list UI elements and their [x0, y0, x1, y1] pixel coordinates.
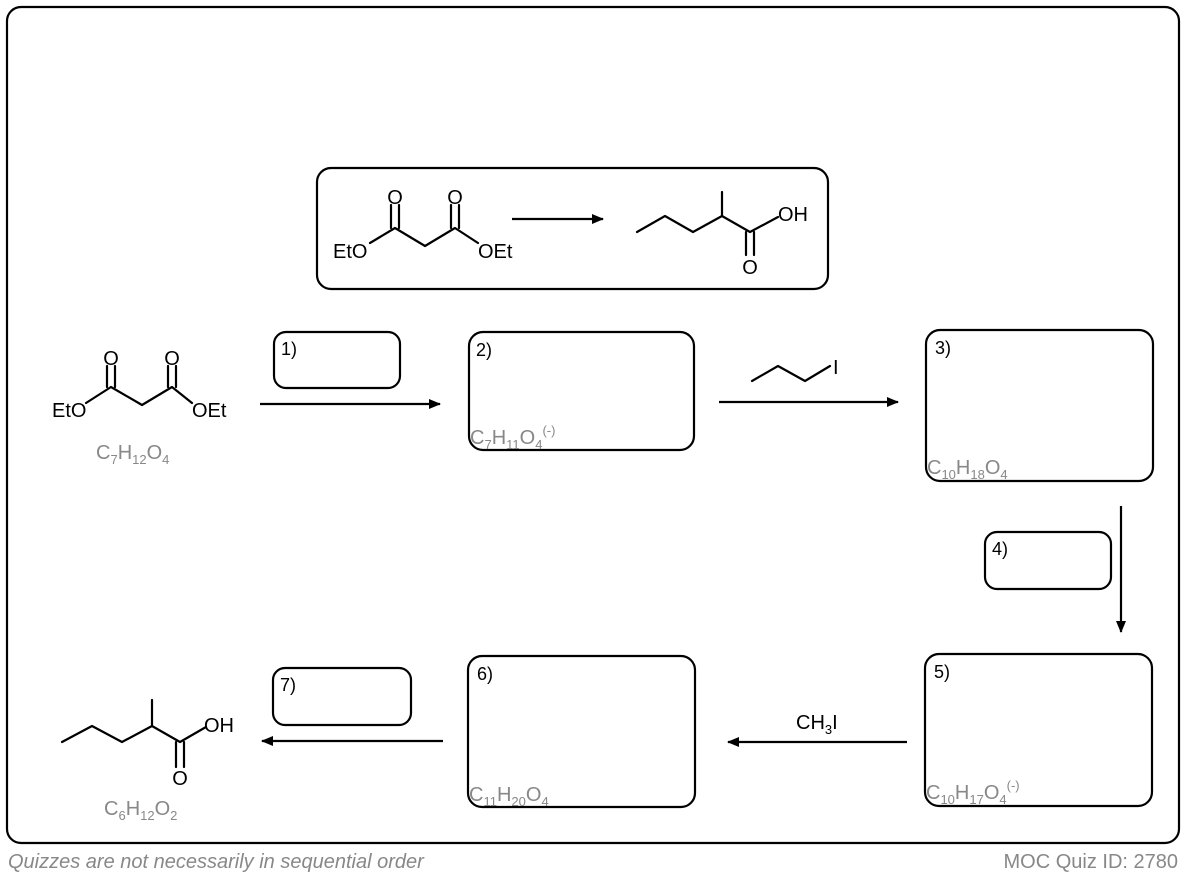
step4-reagent-box[interactable] — [983, 530, 1113, 591]
product-formula: C6H12O2 — [104, 798, 177, 823]
methyl-iodide-label: CH3I — [796, 712, 838, 737]
step2-label: 2) — [476, 340, 492, 360]
step2-formula: C7H11O4(-) — [470, 423, 555, 452]
step7-reagent-box[interactable] — [271, 666, 413, 727]
step4-label: 4) — [992, 539, 1008, 559]
step1-reagent-box[interactable] — [272, 330, 402, 390]
summary-box — [315, 166, 830, 291]
step3-answer-box[interactable] — [924, 328, 1155, 483]
summary-o-right: O — [447, 187, 463, 209]
start-oet: OEt — [192, 400, 227, 422]
step1-label: 1) — [281, 339, 297, 359]
product-2-methylpentanoic-acid — [60, 698, 208, 769]
step6-formula: C11H20O4 — [469, 784, 549, 809]
step3-label: 3) — [935, 338, 951, 358]
outer-frame — [5, 5, 1181, 845]
step5-formula: C10H17O4(-) — [926, 778, 1020, 807]
step6-answer-box[interactable] — [466, 654, 697, 809]
propyl-iodide — [750, 364, 832, 383]
step7-label: 7) — [280, 675, 296, 695]
start-o-left: O — [103, 348, 119, 370]
start-eto: EtO — [52, 400, 86, 422]
summary-o: O — [742, 257, 758, 279]
step5-answer-box[interactable] — [923, 652, 1154, 808]
summary-o-left: O — [387, 187, 403, 209]
step2-answer-box[interactable] — [467, 330, 696, 452]
summary-eto: EtO — [333, 241, 367, 263]
quiz-id: MOC Quiz ID: 2780 — [1003, 851, 1178, 873]
step5-label: 5) — [934, 662, 950, 682]
footer-note: Quizzes are not necessarily in sequentia… — [8, 851, 425, 873]
product-oh: OH — [204, 715, 234, 737]
propyl-iodide-i: I — [833, 357, 839, 379]
summary-oh: OH — [778, 204, 808, 226]
product-o: O — [172, 768, 188, 790]
summary-diethyl-malonate — [368, 203, 480, 248]
step3-formula: C10H18O4 — [927, 457, 1008, 482]
start-o-right: O — [164, 348, 180, 370]
step6-label: 6) — [477, 664, 493, 684]
start-diethyl-malonate — [84, 364, 194, 407]
start-formula: C7H12O4 — [96, 442, 169, 467]
summary-oet: OEt — [478, 241, 513, 263]
summary-product-acid — [635, 190, 780, 257]
